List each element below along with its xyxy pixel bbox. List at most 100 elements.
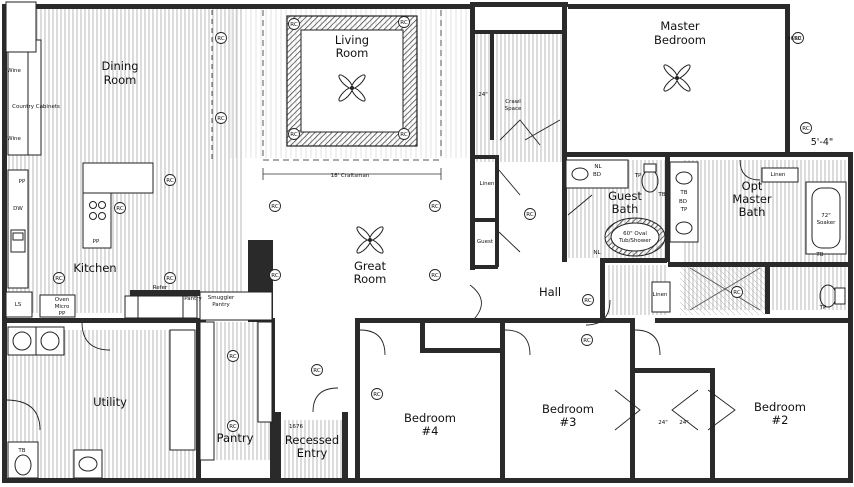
recessed-light-icon: RC — [164, 174, 176, 186]
recessed-light-icon: RC — [524, 208, 536, 220]
recessed-light-icon: RC — [311, 364, 323, 376]
pantry-label: Pantry — [217, 431, 254, 445]
recessed-light-icon: RC — [164, 272, 176, 284]
closet-24-1-label: 24" — [478, 92, 488, 98]
pp-2-label: PP — [93, 239, 100, 245]
tp-2-label: TP — [680, 207, 688, 213]
closet-24-3-label: 24" — [679, 420, 689, 426]
v-4650-label: 4650 — [787, 36, 801, 42]
recessed-light-label: RC — [526, 212, 534, 218]
recessed-light-icon: RC — [398, 16, 410, 28]
recessed-light-label: RC — [217, 36, 225, 42]
soaker-label: 72"Soaker — [817, 213, 837, 226]
recessed-light-label: RC — [166, 276, 174, 282]
recessed-light-icon: RC — [53, 272, 65, 284]
tb-2-label: TB — [657, 192, 665, 198]
recessed-light-icon: RC — [731, 286, 743, 298]
kitchen-fixtures — [5, 1, 198, 319]
recessed-light-label: RC — [733, 290, 741, 296]
door-swings — [81, 119, 761, 431]
recessed-light-label: RC — [584, 298, 592, 304]
dw-label: DW — [13, 206, 23, 212]
recessed-light-label: RC — [400, 20, 408, 26]
recessed-light-icon: RC — [215, 32, 227, 44]
door-1676-label: 1676 — [289, 424, 303, 430]
recessed-light-label: RC — [313, 368, 321, 374]
bd-1-label: BD — [593, 172, 601, 178]
recessed-light-icon: RC — [227, 420, 239, 432]
recessed-light-label: RC — [271, 204, 279, 210]
tp-3-label: TP — [819, 305, 827, 311]
tb-3-label: TB — [679, 190, 687, 196]
recessed-light-icon: RC — [429, 269, 441, 281]
recessed-light-label: RC — [431, 273, 439, 279]
ls-label: LS — [15, 302, 22, 308]
recessed-light-label: RC — [373, 392, 381, 398]
nl-1-label: NL — [594, 164, 602, 170]
tp-1-label: TP — [634, 173, 642, 179]
guest-closet-label: Guest — [477, 239, 494, 245]
hall-label: Hall — [539, 285, 561, 299]
wine-2-label: Wine — [7, 136, 21, 142]
linen-2-label: Linen — [653, 292, 668, 298]
pp-1-label: PP — [19, 179, 26, 185]
recessed-light-label: RC — [583, 338, 591, 344]
bedroom-3-label: Bedroom#3 — [542, 402, 594, 429]
recessed-light-icon: RC — [269, 200, 281, 212]
recessed-can-lights: RC RC RC RC RC RC RC RC RC RC RC RC RC RC RC RC RC RC RC RC… — [53, 16, 812, 432]
recessed-light-icon: RC — [792, 32, 804, 44]
recessed-light-icon: RC — [227, 350, 239, 362]
tb-4-label: TB — [815, 252, 823, 258]
recessed-light-icon: RC — [398, 128, 410, 140]
recessed-light-label: RC — [217, 116, 225, 122]
wine-1-label: Wine — [7, 68, 21, 74]
recessed-light-icon: RC — [429, 200, 441, 212]
linen-1-label: Linen — [480, 181, 495, 187]
recessed-light-label: RC — [116, 206, 124, 212]
bath-fixtures — [565, 159, 847, 313]
recessed-light-icon: RC — [288, 18, 300, 30]
ceiling-fan-icon — [356, 226, 384, 254]
recessed-light-label: RC — [166, 178, 174, 184]
recessed-light-label: RC — [290, 132, 298, 138]
ceiling-fans — [338, 64, 691, 254]
linen-3-label: Linen — [771, 172, 786, 178]
living-room-frame — [211, 10, 442, 180]
pantry-fixtures — [199, 291, 273, 461]
recessed-light-label: RC — [290, 22, 298, 28]
recessed-light-icon: RC — [114, 202, 126, 214]
recessed-light-icon: RC — [269, 269, 281, 281]
recessed-light-icon: RC — [288, 128, 300, 140]
recessed-light-label: RC — [802, 126, 810, 132]
recessed-light-icon: RC — [215, 112, 227, 124]
recessed-light-icon: RC — [582, 294, 594, 306]
recessed-light-icon: RC — [800, 122, 812, 134]
recessed-light-icon: RC — [581, 334, 593, 346]
bd-2-label: BD — [679, 199, 687, 205]
recessed-light-label: RC — [55, 276, 63, 282]
ceiling-fan-icon — [338, 74, 366, 102]
dimension-label: 5'-4" — [811, 137, 834, 148]
recessed-light-icon: RC — [371, 388, 383, 400]
recessed-light-label: RC — [271, 273, 279, 279]
kitchen-label: Kitchen — [73, 261, 116, 275]
craftsman-label: 18' Craftsman — [331, 173, 370, 179]
recessed-light-label: RC — [400, 132, 408, 138]
recessed-light-label: RC — [229, 354, 237, 360]
recessed-light-label: RC — [794, 36, 802, 42]
nl-2-label: NL — [593, 250, 601, 256]
